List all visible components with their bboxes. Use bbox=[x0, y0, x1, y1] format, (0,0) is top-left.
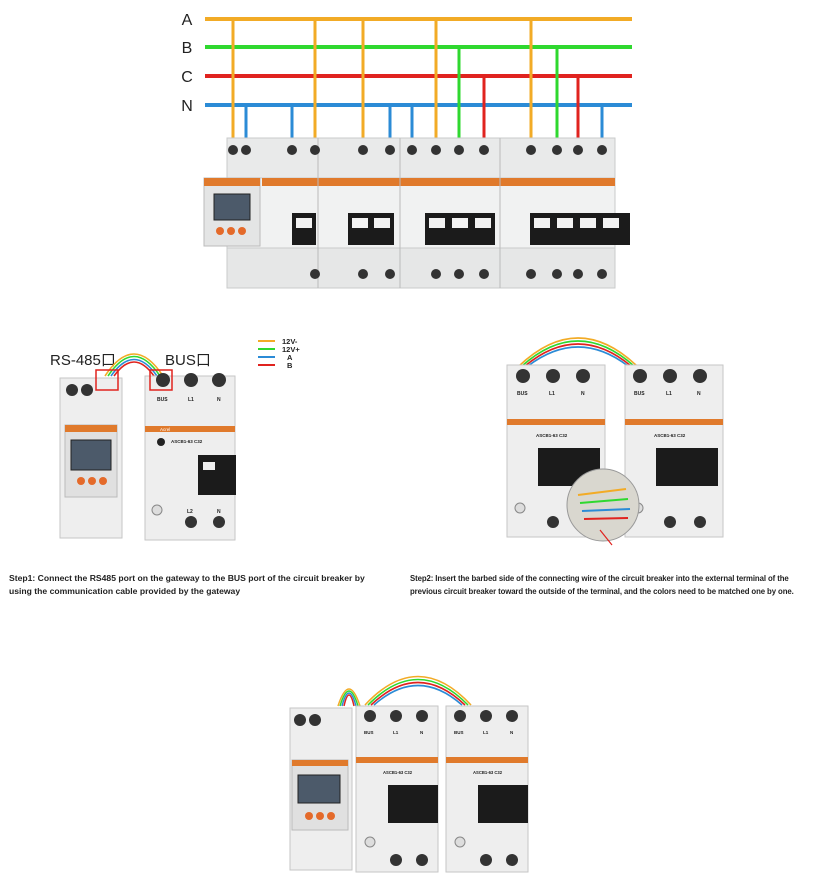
step1-l1-terminal: L1 bbox=[188, 397, 194, 403]
step2-right-bus: BUS bbox=[634, 391, 645, 397]
busbar-label-n: N bbox=[181, 98, 193, 115]
top-terminal-screw-7 bbox=[431, 145, 441, 155]
busbar-drop-wires bbox=[231, 19, 604, 148]
top-terminal-screw-12 bbox=[573, 145, 583, 155]
step1-n-terminal: N bbox=[217, 397, 221, 403]
step3-b1-l1: L1 bbox=[393, 730, 399, 735]
bottom-terminal-row bbox=[310, 269, 607, 279]
step3-b1-n: N bbox=[420, 730, 423, 735]
step3-b2-model: ASCB1-63 C32 bbox=[473, 770, 503, 775]
step2-left-bus: BUS bbox=[517, 391, 528, 397]
rs485-port-label: RS-485口 bbox=[50, 352, 116, 369]
breaker-assembly bbox=[203, 137, 630, 289]
bottom-terminal-screw-2 bbox=[385, 269, 395, 279]
bottom-terminal-screw-0 bbox=[310, 269, 320, 279]
wire-color-legend: 12V- 12V+ A B bbox=[258, 337, 300, 370]
step2-right-l1: L1 bbox=[666, 391, 672, 397]
step3-b2-n: N bbox=[510, 730, 513, 735]
step2-left-l1: L1 bbox=[549, 391, 555, 397]
bottom-terminal-screw-9 bbox=[597, 269, 607, 279]
top-terminal-screw-5 bbox=[385, 145, 395, 155]
step1-model: ASCB1-63 C32 bbox=[171, 439, 203, 444]
busbar-label-b: B bbox=[182, 40, 193, 57]
step1-n2-terminal: N bbox=[217, 509, 221, 515]
step3-b2-l1: L1 bbox=[483, 730, 489, 735]
step3-illustration: BUS L1 N ASCB1-63 C32 BUS L1 N ASCB1-63 … bbox=[289, 675, 529, 873]
top-terminal-screw-13 bbox=[597, 145, 607, 155]
legend-12v-minus: 12V- bbox=[282, 337, 298, 346]
top-terminal-screw-4 bbox=[358, 145, 368, 155]
step3-b2-bus: BUS bbox=[454, 730, 464, 735]
step2-right-model: ASCB1-63 C32 bbox=[654, 433, 686, 438]
wire-closeup bbox=[566, 468, 640, 542]
top-terminal-screw-3 bbox=[310, 145, 320, 155]
legend-a: A bbox=[287, 353, 293, 362]
busbar-section: A B C N bbox=[181, 12, 632, 148]
step2-left-model: ASCB1-63 C32 bbox=[536, 433, 568, 438]
step2-left-n: N bbox=[581, 391, 585, 397]
step2-caption: Step2: Insert the barbed side of the con… bbox=[410, 574, 794, 596]
top-terminal-screw-11 bbox=[552, 145, 562, 155]
top-terminal-screw-9 bbox=[479, 145, 489, 155]
top-terminal-screw-6 bbox=[407, 145, 417, 155]
step1-l2-terminal: L2 bbox=[187, 509, 193, 515]
bottom-terminal-screw-5 bbox=[479, 269, 489, 279]
step2-illustration: BUS L1 N ASCB1-63 C32 BUS L1 N ASCB1-63 … bbox=[506, 337, 724, 546]
bottom-terminal-screw-3 bbox=[431, 269, 441, 279]
busbar-label-a: A bbox=[182, 12, 193, 29]
step3-b1-bus: BUS bbox=[364, 730, 374, 735]
bus-port-label: BUS口 bbox=[165, 352, 211, 369]
step1-illustration: RS-485口 BUS口 BUS L1 N Acrel ASCB1-63 C32… bbox=[50, 352, 236, 541]
step1-brand: Acrel bbox=[160, 427, 170, 432]
step1-bus-terminal: BUS bbox=[157, 397, 168, 403]
bottom-terminal-screw-7 bbox=[552, 269, 562, 279]
step1-caption: Step1: Connect the RS485 port on the gat… bbox=[9, 573, 365, 596]
top-terminal-screw-0 bbox=[228, 145, 238, 155]
bottom-terminal-screw-8 bbox=[573, 269, 583, 279]
rs485-port-highlight bbox=[95, 369, 119, 391]
step3-b1-model: ASCB1-63 C32 bbox=[383, 770, 413, 775]
step2-right-n: N bbox=[697, 391, 701, 397]
bottom-terminal-screw-6 bbox=[526, 269, 536, 279]
top-terminal-screw-10 bbox=[526, 145, 536, 155]
bus-port-highlight bbox=[149, 369, 173, 391]
top-terminal-screw-1 bbox=[241, 145, 251, 155]
top-terminal-row bbox=[228, 145, 607, 155]
bottom-terminal-screw-1 bbox=[358, 269, 368, 279]
busbar-label-c: C bbox=[181, 69, 193, 86]
bottom-terminal-screw-4 bbox=[454, 269, 464, 279]
top-terminal-screw-2 bbox=[287, 145, 297, 155]
legend-12v-plus: 12V+ bbox=[282, 345, 300, 354]
legend-b: B bbox=[287, 361, 293, 370]
top-terminal-screw-8 bbox=[454, 145, 464, 155]
